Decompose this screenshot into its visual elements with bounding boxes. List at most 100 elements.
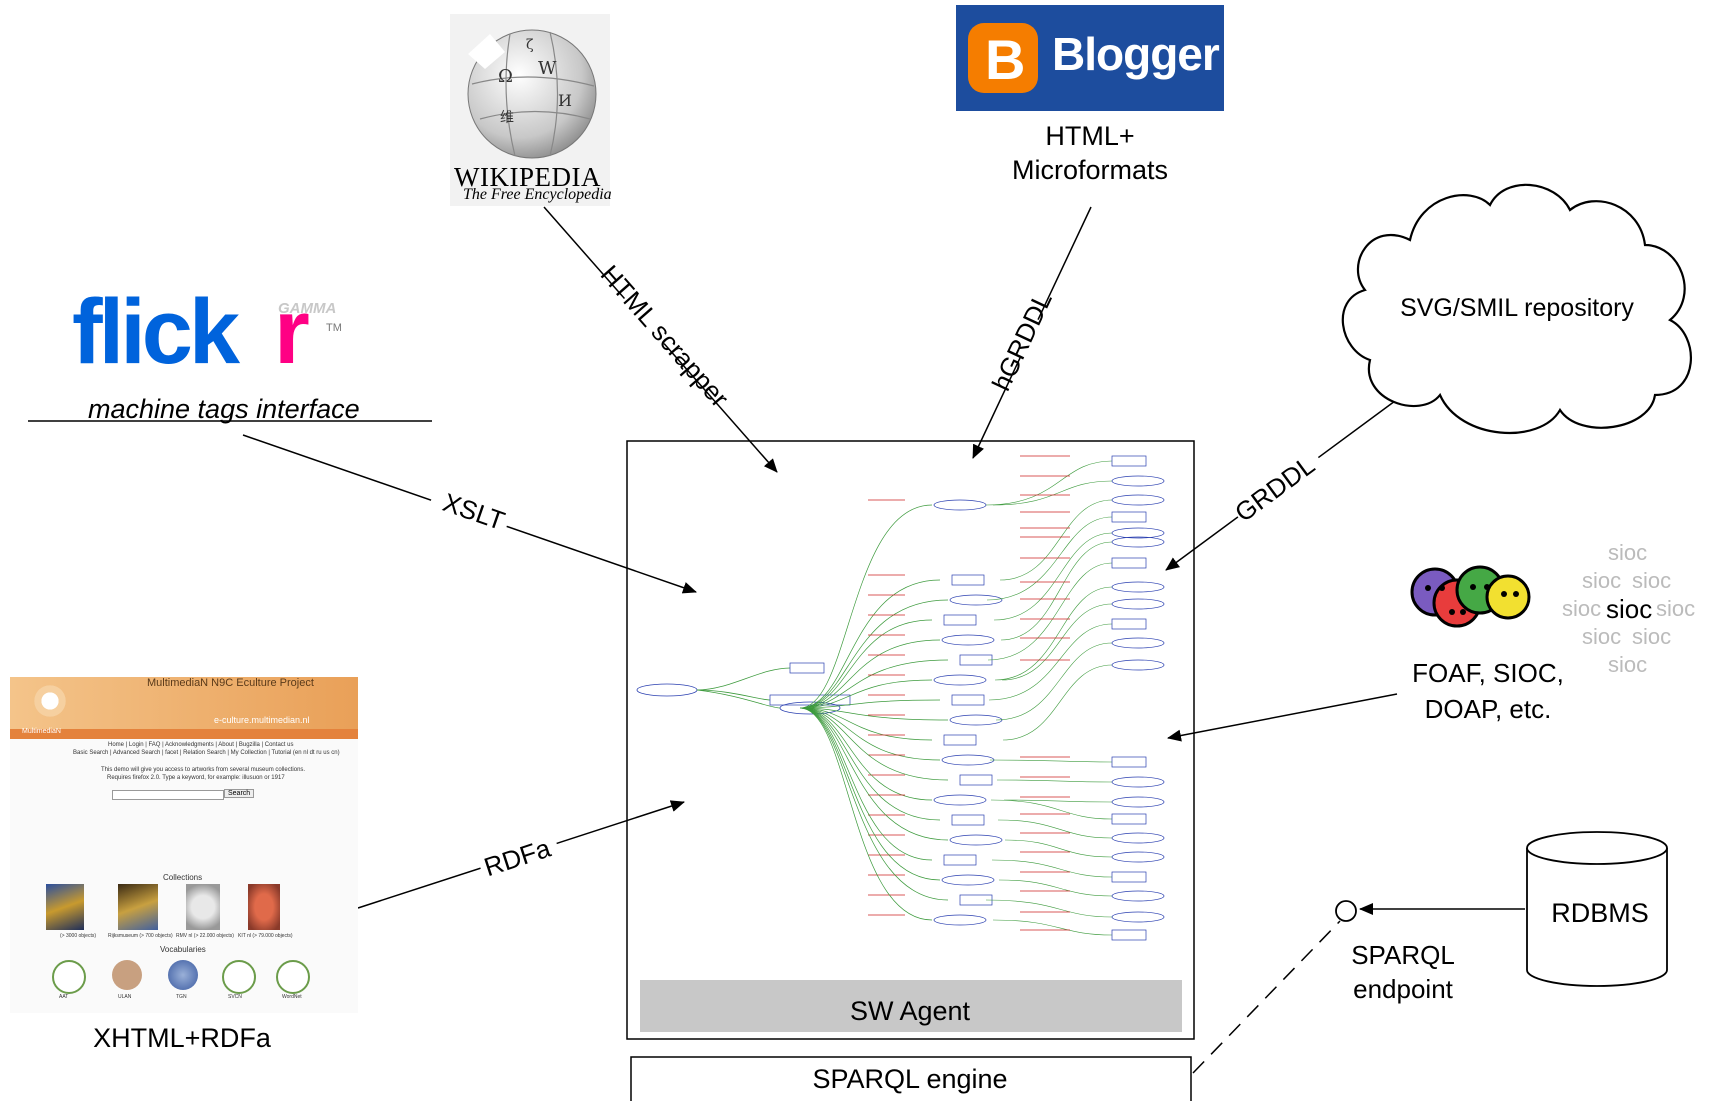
- svg-text:ζ: ζ: [526, 37, 534, 53]
- graph-edge: [1001, 603, 1113, 681]
- graph-node: [1111, 494, 1165, 506]
- graph-node: [951, 814, 985, 826]
- svg-text:W: W: [538, 58, 557, 79]
- svg-smil-cloud: [1341, 183, 1692, 435]
- graph-edge: [992, 919, 1113, 936]
- foaf-label-line1: FOAF, SIOC,: [1412, 658, 1564, 688]
- graph-node: [789, 662, 825, 674]
- graph-edge: [994, 586, 1113, 681]
- blogger-logo: B Blogger: [956, 5, 1224, 111]
- graph-edge: [985, 899, 1113, 918]
- blogger-caption-line1: HTML+: [1045, 121, 1135, 151]
- graph-edge: [799, 639, 941, 709]
- xhtml-search-button[interactable]: Search: [224, 789, 255, 798]
- sparql-engine-label: SPARQL engine: [812, 1064, 1008, 1094]
- graph-node: [949, 834, 1003, 846]
- graph-node: [1111, 637, 1165, 649]
- graph-edge: [799, 707, 933, 741]
- xhtml-vocab-icon: [52, 960, 86, 994]
- graph-node: [1111, 598, 1165, 610]
- foaf-logo-icon: [1410, 565, 1531, 628]
- graph-edge: [999, 499, 1113, 581]
- sparql-endpoint-socket: [1335, 900, 1357, 922]
- rdbms-label: RDBMS: [1551, 898, 1649, 928]
- xhtml-vocab-icon: [276, 960, 310, 994]
- xhtml-collection-thumb: [248, 884, 280, 930]
- graph-node: [1111, 659, 1165, 671]
- xhtml-search-input[interactable]: [112, 790, 224, 800]
- graph-edge: [799, 699, 941, 709]
- edge-label-bg: [1227, 442, 1329, 532]
- wikipedia-tagline: The Free Encyclopedia: [463, 186, 612, 203]
- graph-edge: [989, 759, 1113, 763]
- graph-edge: [995, 642, 1113, 721]
- graph-edge: [991, 859, 1113, 878]
- graph-edge: [998, 879, 1113, 897]
- graph-edge: [1000, 541, 1113, 641]
- sparql-engine-box: [630, 1056, 1192, 1101]
- wikipedia-globe-icon: Ω W И 维 ζ: [467, 29, 597, 159]
- graph-node: [1111, 832, 1165, 844]
- graph-edge: [799, 599, 949, 709]
- graph-node: [943, 854, 977, 866]
- graph-node: [1111, 536, 1165, 548]
- graph-node: [933, 914, 987, 926]
- sw-agent-label: SW Agent: [849, 996, 971, 1026]
- sioc-logo: sioc sioc sioc sioc sioc sioc sioc sioc …: [1562, 540, 1696, 677]
- graph-edge: [996, 779, 1113, 783]
- graph-edge: [1003, 799, 1113, 803]
- graph-edge: [1002, 664, 1113, 741]
- graph-node: [1111, 851, 1165, 863]
- graph-edge: [990, 799, 1113, 820]
- graph-edge: [799, 707, 933, 921]
- graph-node: [1111, 557, 1147, 569]
- xhtml-collection-thumb: [46, 884, 84, 930]
- flickr-wordmark-pink: r: [274, 281, 310, 383]
- xhtml-vocab-icon: [168, 960, 198, 990]
- graph-edge: [799, 707, 941, 821]
- rdbms-cylinder-icon: [1526, 831, 1668, 987]
- graph-edge: [799, 707, 933, 801]
- blogger-wordmark: Blogger: [1052, 28, 1220, 80]
- graph-edge: [696, 667, 791, 691]
- graph-edge: [799, 707, 949, 901]
- graph-edge: [799, 707, 949, 781]
- xhtml-vocab-icon: [222, 960, 256, 994]
- graph-node: [943, 614, 977, 626]
- graph-edge: [1004, 839, 1113, 858]
- graph-edge: [696, 689, 771, 701]
- svg-text:Ω: Ω: [498, 66, 513, 87]
- xhtml-flower-icon: [30, 681, 70, 721]
- graph-node: [1111, 455, 1147, 467]
- edge-foaf: [1167, 693, 1398, 742]
- edge-label-bg: [426, 479, 514, 541]
- wikipedia-logo: Ω W И 维 ζ WIKIPEDIA The Free Encyclopedi…: [450, 14, 612, 206]
- graph-edge: [987, 562, 1113, 661]
- graph-edge: [992, 480, 1113, 506]
- xhtml-collection-thumb: [186, 884, 220, 930]
- edge-label-bg: [474, 824, 562, 884]
- flickr-gamma: GAMMA: [278, 300, 337, 317]
- blogger-caption-line2: Microformats: [1011, 155, 1169, 185]
- graph-edge: [988, 623, 1113, 701]
- edge-engine-endpoint: [1192, 920, 1341, 1074]
- graph-edge: [799, 679, 933, 709]
- sw-agent-footer: [640, 980, 1182, 1032]
- graph-node: [1111, 776, 1165, 788]
- graph-edge: [799, 707, 949, 721]
- graph-node: [941, 634, 995, 646]
- xhtml-collection-thumb: [118, 884, 158, 930]
- graph-edge: [799, 707, 949, 841]
- sparql-endpoint-label-line1: SPARQL: [1351, 940, 1455, 970]
- edge-label-bg: [539, 253, 715, 418]
- graph-node: [1111, 929, 1147, 941]
- graph-edge: [986, 516, 1113, 601]
- graph-node: [951, 694, 985, 706]
- graph-node: [933, 794, 987, 806]
- wikipedia-wordmark: WIKIPEDIA: [454, 162, 601, 192]
- edge-label-grddl: GRDDL: [1229, 450, 1320, 528]
- sparql-endpoint-label-line2: endpoint: [1353, 974, 1453, 1004]
- graph-edge: [696, 689, 781, 709]
- graph-edge: [799, 707, 941, 761]
- graph-node: [1111, 527, 1165, 539]
